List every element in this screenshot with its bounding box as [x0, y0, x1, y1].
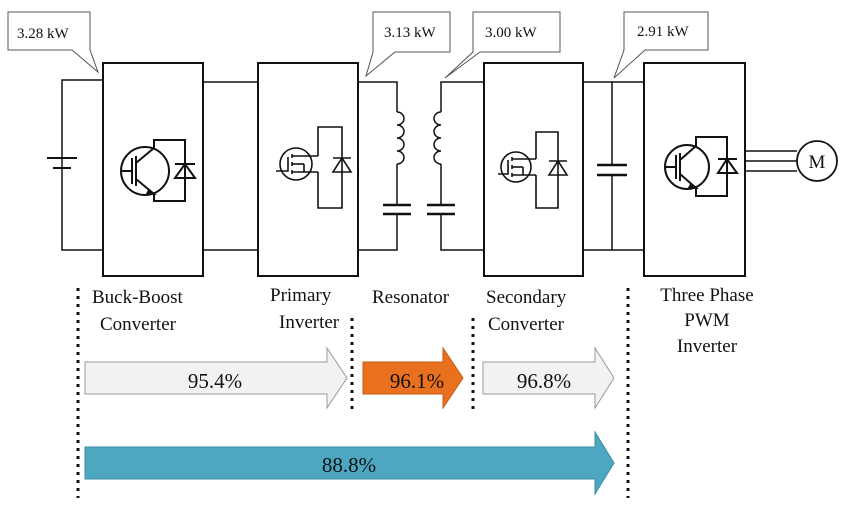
- efficiency-label: 96.1%: [390, 369, 444, 393]
- power-callout: 2.91 kW: [613, 11, 709, 79]
- power-label: 2.91 kW: [637, 24, 690, 40]
- primary-capacitor-icon: [383, 203, 411, 218]
- stage-label-resonator: Resonator: [372, 287, 450, 308]
- mosfet-icon: [498, 131, 569, 209]
- efficiency-label: 96.8%: [517, 369, 571, 393]
- dc-link-capacitor-icon: [597, 163, 627, 177]
- secondary-converter-block: [483, 62, 584, 277]
- igbt-icon: [120, 139, 197, 202]
- motor-icon: [796, 140, 838, 182]
- secondary-coil-icon: [433, 111, 442, 165]
- buck-boost-block: [102, 62, 204, 277]
- efficiency-arrow: [84, 430, 615, 496]
- power-label: 3.13 kW: [384, 25, 437, 41]
- secondary-capacitor-icon: [427, 203, 455, 218]
- pwm-inverter-block: [643, 62, 746, 277]
- power-label: 3.00 kW: [485, 25, 538, 41]
- circuit-wires: [47, 79, 797, 251]
- power-label: 3.28 kW: [17, 26, 70, 42]
- motor-label: M: [809, 152, 826, 173]
- efficiency-arrow: [84, 346, 348, 410]
- efficiency-label: 95.4%: [188, 369, 242, 393]
- power-callout: 3.13 kW: [365, 11, 451, 78]
- igbt-icon: [664, 136, 739, 197]
- efficiency-arrow: [362, 346, 464, 410]
- primary-coil-icon: [396, 111, 405, 165]
- power-callout: 3.28 kW: [7, 11, 100, 74]
- power-callout: 3.00 kW: [444, 11, 561, 79]
- efficiency-label: 88.8%: [322, 453, 376, 477]
- mosfet-icon: [276, 126, 353, 209]
- efficiency-arrow: [482, 346, 615, 410]
- primary-inverter-block: [257, 62, 359, 277]
